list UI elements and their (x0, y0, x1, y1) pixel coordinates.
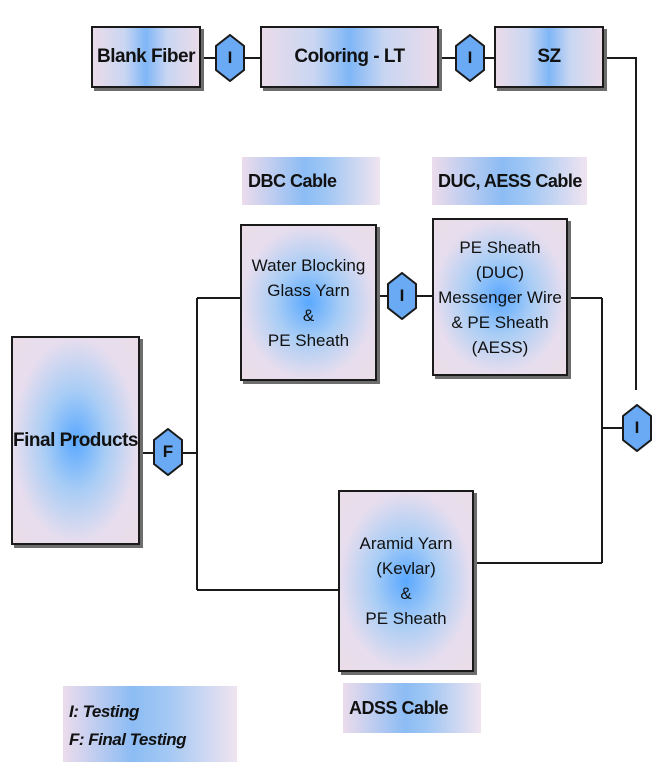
testing-node-3: I (387, 272, 417, 320)
final-testing-node: F (153, 428, 183, 476)
legend-final-testing: F: Final Testing (69, 730, 186, 749)
adss-line-4: PE Sheath (365, 609, 447, 628)
duc-line-3: & PE Sheath (451, 312, 549, 332)
testing-node-4: I (622, 404, 652, 452)
adss-line-1: Aramid Yarn (359, 534, 453, 553)
duc-line-1: PE Sheath (DUC) (459, 237, 541, 282)
hexagon-icon (215, 34, 245, 82)
sz-box: SZ (494, 26, 604, 88)
dbc-cable-label: DBC Cable (242, 157, 380, 205)
dbc-process-box: Water Blocking Glass Yarn & PE Sheath (240, 224, 377, 381)
dbc-line-2: Glass Yarn (267, 280, 350, 300)
hexagon-icon (455, 34, 485, 82)
adss-cable-label: ADSS Cable (343, 683, 481, 733)
dbc-line-4: PE Sheath (267, 330, 350, 350)
testing-node-1: I (215, 34, 245, 82)
duc-line-2: Messenger Wire (438, 287, 562, 307)
hexagon-icon (622, 404, 652, 452)
legend-testing: I: Testing (69, 702, 139, 721)
adss-process-box: Aramid Yarn (Kevlar) & PE Sheath (338, 490, 474, 672)
blank-fiber-box: Blank Fiber (91, 26, 201, 88)
hexagon-icon (387, 272, 417, 320)
adss-line-3: & (400, 584, 412, 603)
dbc-line-3: & (302, 305, 315, 325)
testing-node-2: I (455, 34, 485, 82)
duc-aess-cable-label: DUC, AESS Cable (432, 157, 587, 205)
hexagon-icon (153, 428, 183, 476)
duc-line-4: (AESS) (471, 337, 529, 357)
coloring-lt-box: Coloring - LT (260, 26, 439, 88)
duc-aess-process-box: PE Sheath (DUC) Messenger Wire & PE Shea… (432, 218, 568, 376)
legend: I: Testing F: Final Testing (63, 686, 237, 762)
dbc-line-1: Water Blocking (251, 255, 366, 275)
final-products-box: Final Products (11, 336, 140, 545)
adss-line-2: (Kevlar) (376, 559, 436, 578)
